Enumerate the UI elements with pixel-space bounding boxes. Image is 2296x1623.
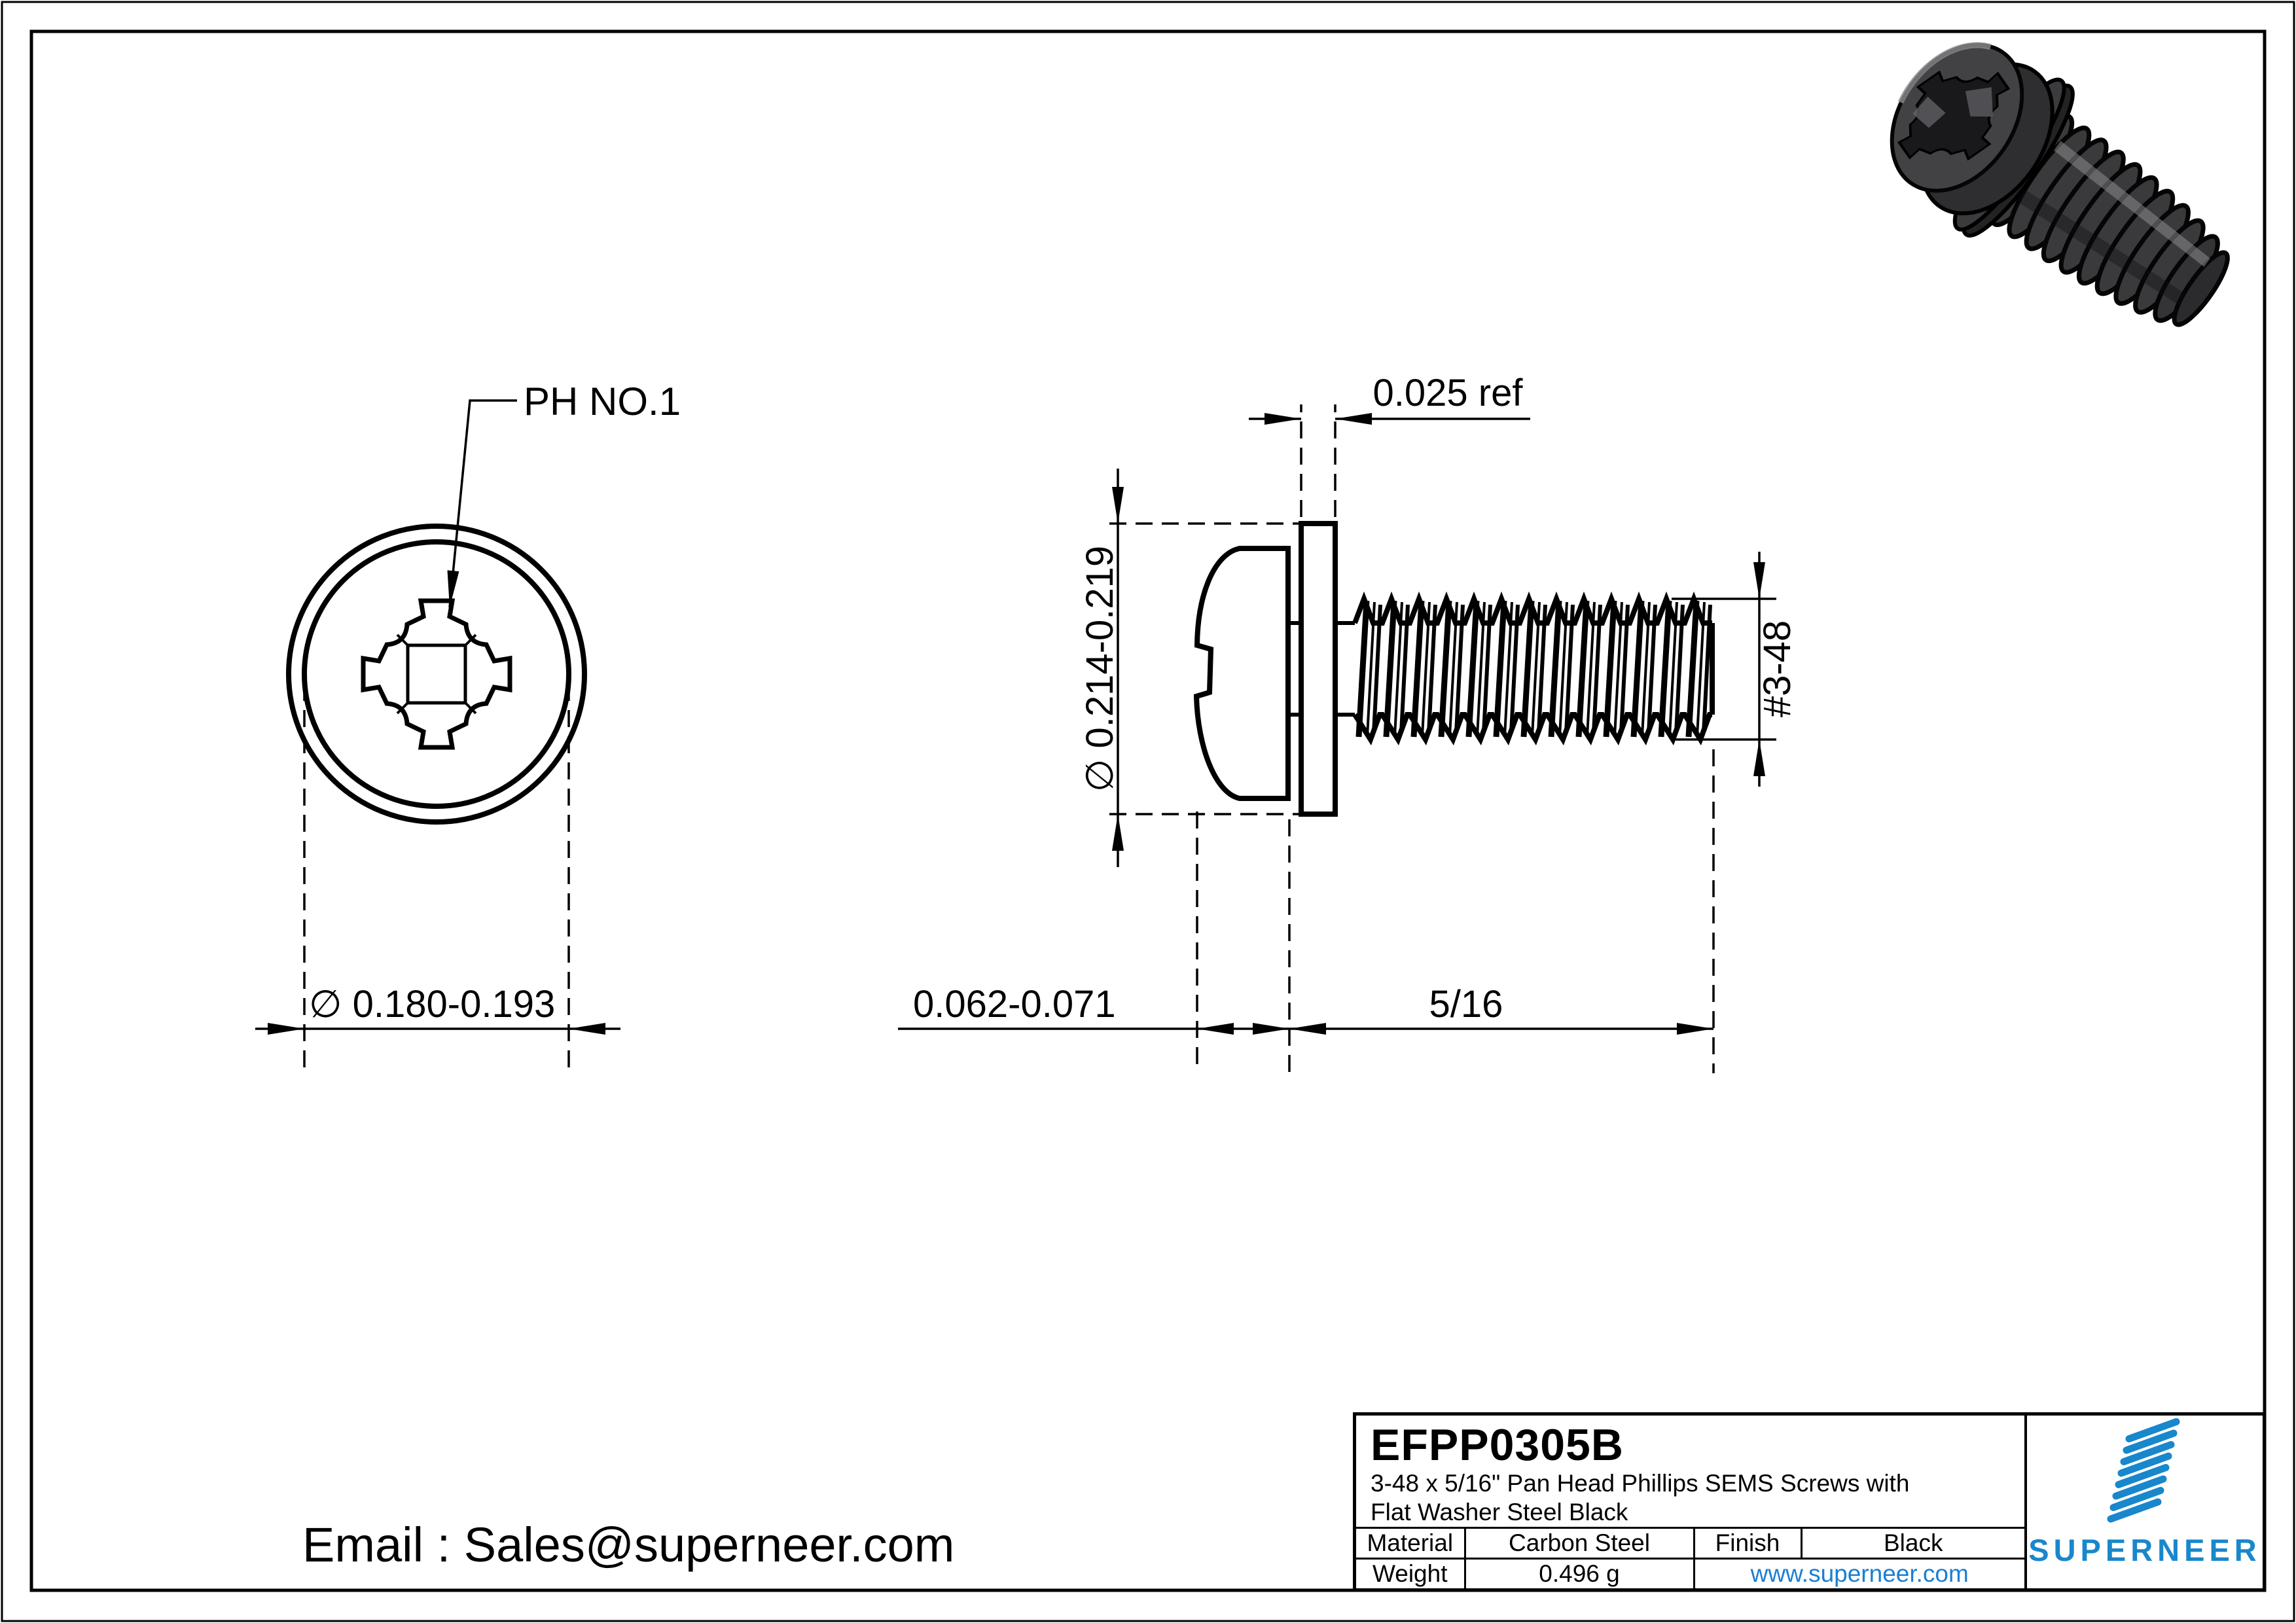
thread-spec-dimension: #3-48: [1756, 620, 1799, 717]
pan-head-profile: [1193, 546, 1291, 801]
flat-washer-profile: [1299, 521, 1338, 817]
phillips-corner-ticks: [396, 633, 477, 715]
title-block-header: EFPP0305B 3-48 x 5/16" Pan Head Phillips…: [1356, 1416, 2024, 1527]
sheet-inner-frame: [29, 29, 2267, 1592]
brand-logo-cell: SUPERNEER: [2024, 1416, 2263, 1588]
website-cell: www.superneer.com: [1693, 1558, 2024, 1588]
screw-3d-recess-facet: [1965, 87, 1993, 117]
head-diameter-dimension: ∅ 0.180-0.193: [309, 983, 555, 1026]
phillips-size-label: PH NO.1: [524, 380, 681, 423]
head-height-dimension: 0.062-0.071: [913, 983, 1116, 1026]
brand-logo-icon: [2107, 1418, 2180, 1523]
title-block-info: EFPP0305B 3-48 x 5/16" Pan Head Phillips…: [1356, 1416, 2024, 1588]
thread-flank-lines-thin: [1366, 601, 1706, 737]
website-link[interactable]: www.superneer.com: [1750, 1560, 1969, 1587]
phillips-recess-outline: [361, 598, 512, 750]
finish-value: Black: [1800, 1527, 2024, 1560]
head-outline-circle: [302, 539, 571, 809]
spec-table: Material Carbon Steel Finish Black Weigh…: [1356, 1527, 2024, 1588]
screw-3d-highlight: [1897, 42, 1992, 104]
finish-label: Finish: [1693, 1527, 1803, 1560]
washer-outline-circle: [286, 524, 587, 825]
washer-od-dimension: ∅ 0.214-0.219: [1079, 546, 1121, 792]
phillips-center-square: [406, 643, 467, 705]
weight-label: Weight: [1356, 1558, 1466, 1588]
shaft-lines: [1288, 621, 1355, 717]
leader-line: [448, 399, 517, 608]
part-description-line1: 3-48 x 5/16" Pan Head Phillips SEMS Scre…: [1371, 1470, 1910, 1497]
part-description-line2: Flat Washer Steel Black: [1371, 1499, 1628, 1525]
front-view: [255, 399, 620, 1073]
brand-wordmark: SUPERNEER: [2028, 1533, 2261, 1567]
title-block: EFPP0305B 3-48 x 5/16" Pan Head Phillips…: [1353, 1412, 2266, 1592]
thread-flank-lines: [1355, 600, 1700, 738]
thread-flank-lines-mid: [1372, 604, 1712, 734]
material-label: Material: [1356, 1527, 1466, 1560]
screw-3d-threads: [1990, 113, 2230, 327]
screw-3d-recess-facet2: [1912, 96, 1946, 128]
length-dimension: 5/16: [1429, 983, 1503, 1026]
table-row: Material Carbon Steel Finish Black: [1356, 1527, 2024, 1560]
table-row: Weight 0.496 g www.superneer.com: [1356, 1558, 2024, 1588]
dimension-arrowheads: [268, 413, 1765, 1035]
material-value: Carbon Steel: [1463, 1527, 1695, 1560]
washer-thickness-dimension: 0.025 ref: [1373, 372, 1524, 414]
front-extension-lines: [303, 684, 570, 1073]
part-number: EFPP0305B: [1371, 1420, 1624, 1470]
weight-value: 0.496 g: [1463, 1558, 1695, 1588]
contact-email: Email : Sales@superneer.com: [302, 1518, 955, 1572]
side-view: [268, 404, 1776, 1073]
screw-3d-render: [1890, 42, 2230, 327]
